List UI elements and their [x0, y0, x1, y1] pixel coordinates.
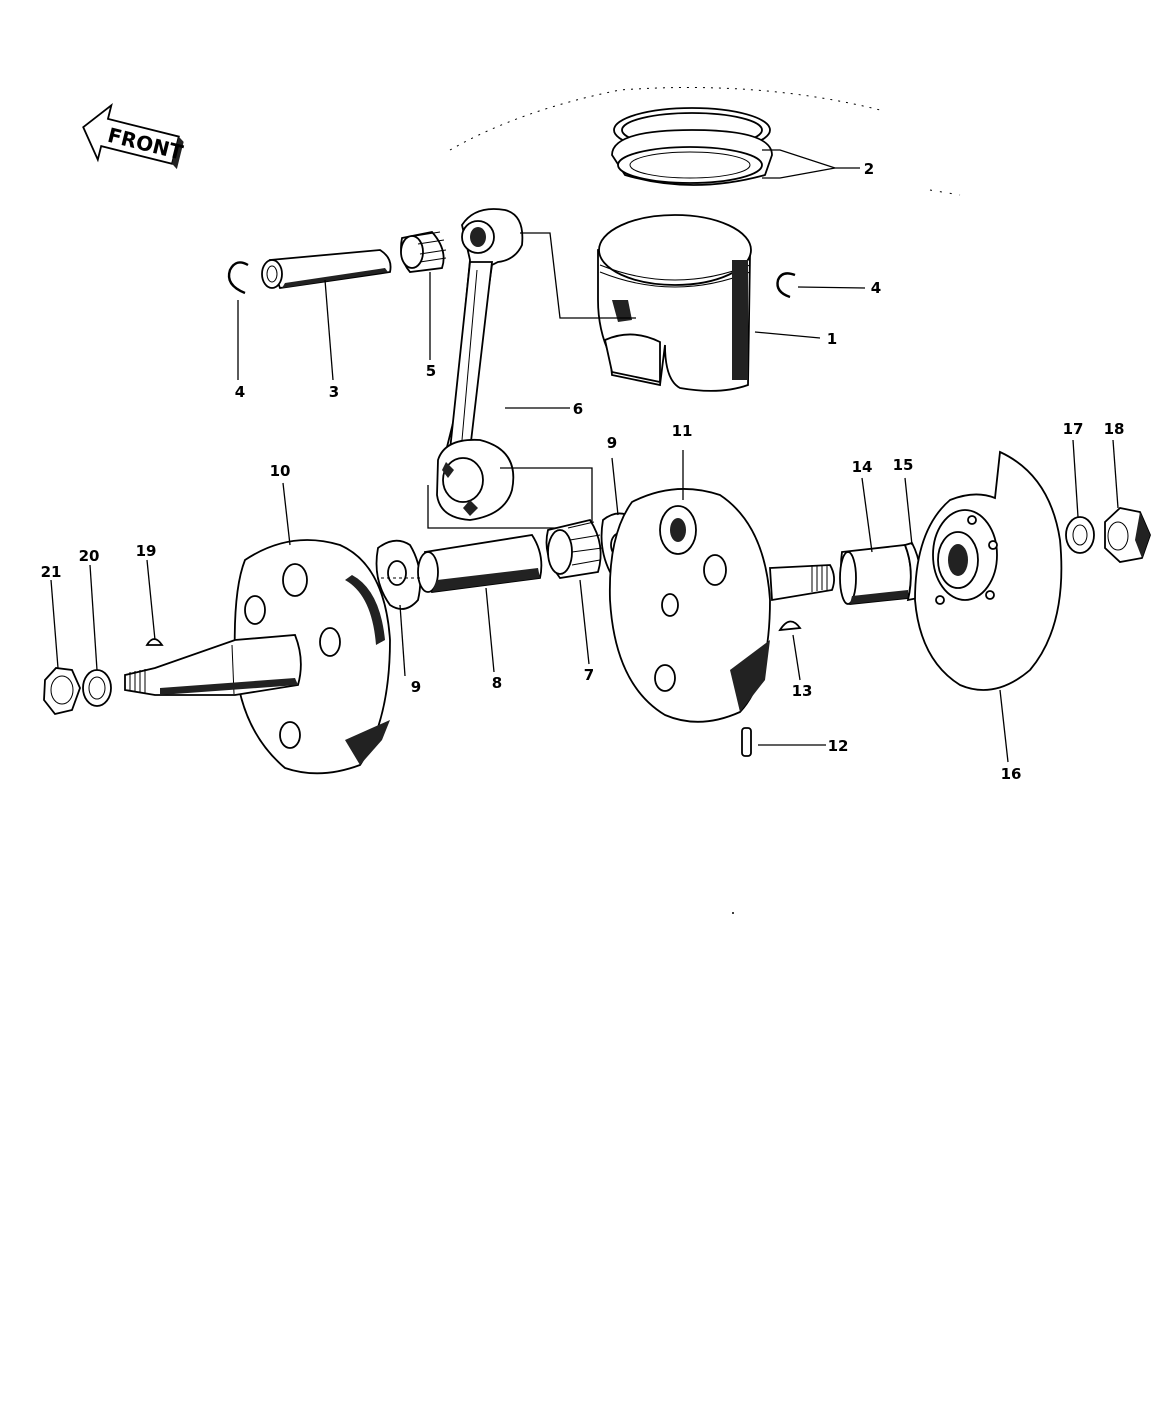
leader-lines — [50, 149, 1119, 763]
callout-12: 12 — [828, 737, 849, 755]
woodruff-key-right — [778, 620, 802, 632]
speck — [732, 912, 734, 914]
callout-5: 5 — [426, 362, 436, 380]
circlip-right — [776, 272, 796, 299]
callout-17: 17 — [1063, 420, 1084, 438]
callout-10: 10 — [270, 462, 291, 480]
callout-7: 7 — [584, 666, 594, 684]
callout-6: 6 — [573, 400, 583, 418]
callout-18: 18 — [1104, 420, 1125, 438]
nut-left — [43, 667, 81, 716]
right-flywheel — [608, 488, 835, 723]
bushing — [839, 544, 912, 605]
piston-rings — [611, 107, 773, 186]
callout-13: 13 — [792, 682, 813, 700]
big-end-bearing — [545, 518, 603, 579]
washer-left — [82, 669, 112, 707]
callout-2: 2 — [864, 160, 874, 178]
thrust-washer-left — [375, 539, 422, 610]
circlip-left — [227, 261, 249, 295]
piston-pin — [261, 249, 392, 289]
nut-right — [1104, 507, 1151, 563]
crank-pin — [417, 534, 543, 594]
callout-16: 16 — [1001, 765, 1022, 783]
callout-9-upper: 9 — [607, 434, 617, 452]
timing-plate — [914, 450, 1063, 691]
callout-4-right: 4 — [871, 279, 881, 297]
callout-14: 14 — [852, 458, 873, 476]
callout-4-left: 4 — [235, 383, 245, 401]
callout-11: 11 — [672, 422, 693, 440]
small-end-bearing — [400, 231, 447, 273]
callout-15: 15 — [893, 456, 914, 474]
callout-3: 3 — [329, 383, 339, 401]
callout-labels: 1 2 3 4 4 5 6 7 8 9 9 10 11 12 13 14 15 … — [41, 160, 1125, 783]
callout-8: 8 — [492, 674, 502, 692]
lock-washer — [1065, 516, 1095, 554]
connecting-rod — [436, 208, 524, 521]
front-arrow: FRONT — [82, 103, 186, 170]
callout-19: 19 — [136, 542, 157, 560]
piston — [597, 214, 752, 392]
callout-9-lower: 9 — [411, 678, 421, 696]
callout-21: 21 — [41, 563, 62, 581]
callout-1: 1 — [827, 330, 837, 348]
dowel-pin — [741, 727, 752, 757]
left-flywheel — [124, 539, 391, 775]
callout-20: 20 — [79, 547, 100, 565]
